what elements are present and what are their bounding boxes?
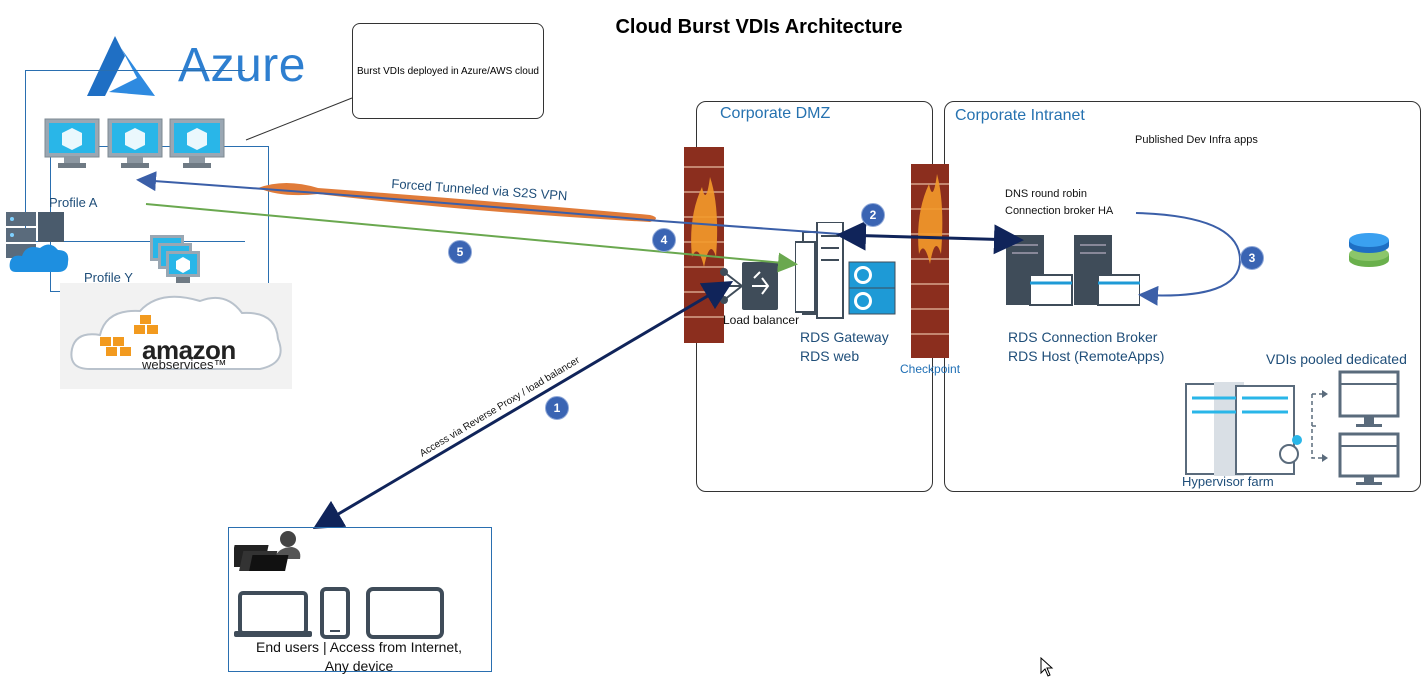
aws-cloud-icon <box>70 295 282 370</box>
vdi-monitor-icon <box>1338 370 1400 427</box>
vm-group-profile-a <box>44 118 225 168</box>
note-box: Burst VDIs deployed in Azure/AWS cloud <box>352 23 544 119</box>
user-access-arrow <box>312 280 734 530</box>
mouse-cursor-icon <box>1040 657 1054 677</box>
checkpoint-label: Checkpoint <box>900 362 961 376</box>
globe-icon <box>848 261 896 289</box>
virtual-machine-icon <box>169 118 225 168</box>
tablet-icon <box>366 587 444 639</box>
diagram-title: Cloud Burst VDIs Architecture <box>615 16 903 38</box>
dns-round-robin-label: DNS round robin <box>1005 188 1087 200</box>
note-callout-line <box>245 97 353 141</box>
database-icon <box>1349 233 1389 267</box>
forced-tunnel-arrow <box>136 171 841 235</box>
vm-stack-profile-y <box>150 235 200 285</box>
laptop-icon <box>234 591 312 637</box>
step-badge-4: 4 <box>652 228 676 252</box>
hypervisor-farm-icon <box>1185 370 1400 485</box>
phone-icon <box>320 587 350 639</box>
published-apps-label: Published Dev Infra apps <box>1135 134 1258 146</box>
step-badge-3: 3 <box>1240 246 1264 270</box>
vdi-monitor-icon <box>1338 432 1400 485</box>
azure-logo-icon <box>87 36 155 96</box>
end-user-devices <box>234 587 444 639</box>
server-icon <box>1074 235 1140 306</box>
aws-logo-text: amazon <box>142 335 236 365</box>
profile-access-arrow <box>145 203 798 273</box>
load-balancer-label: Load balancer <box>723 313 800 327</box>
globe-icon <box>848 287 896 315</box>
broker-loop-arrow <box>1135 212 1242 306</box>
gateway-broker-arrow <box>836 220 1024 255</box>
rds-gateway-label: RDS Gateway <box>800 329 889 345</box>
azure-frame <box>25 70 245 242</box>
profile-a-label: Profile A <box>49 195 98 210</box>
users-group-icon <box>234 531 301 571</box>
rds-web-label: RDS web <box>800 348 860 364</box>
corporate-intranet-title: Corporate Intranet <box>955 107 1085 124</box>
profile-y-label: Profile Y <box>84 270 133 285</box>
end-users-line-1: End users | Access from Internet, <box>256 639 462 655</box>
rds-connection-broker-label: RDS Connection Broker <box>1008 329 1158 345</box>
virtual-machine-icon <box>107 118 163 168</box>
step-badge-2: 2 <box>861 203 885 227</box>
vdis-pooled-label: VDIs pooled dedicated <box>1266 351 1407 367</box>
hypervisor-farm-label: Hypervisor farm <box>1182 474 1274 489</box>
azure-logo-text: Azure <box>178 39 306 92</box>
step-badge-1: 1 <box>545 396 569 420</box>
rds-host-label: RDS Host (RemoteApps) <box>1008 348 1165 364</box>
rds-broker-servers <box>1006 235 1140 306</box>
end-users-label: End users | Access from Internet, Any de… <box>228 638 490 676</box>
step-badge-5: 5 <box>448 240 472 264</box>
virtual-machine-icon <box>44 118 100 168</box>
hybrid-server-icon <box>6 212 69 272</box>
end-users-line-2: Any device <box>324 658 394 674</box>
rds-gateway-icon <box>795 222 896 319</box>
aws-logo-subtext: webservices™ <box>142 357 227 372</box>
end-users-box <box>228 527 492 672</box>
connection-broker-ha-label: Connection broker HA <box>1005 205 1114 217</box>
corporate-dmz-title: Corporate DMZ <box>720 105 831 122</box>
